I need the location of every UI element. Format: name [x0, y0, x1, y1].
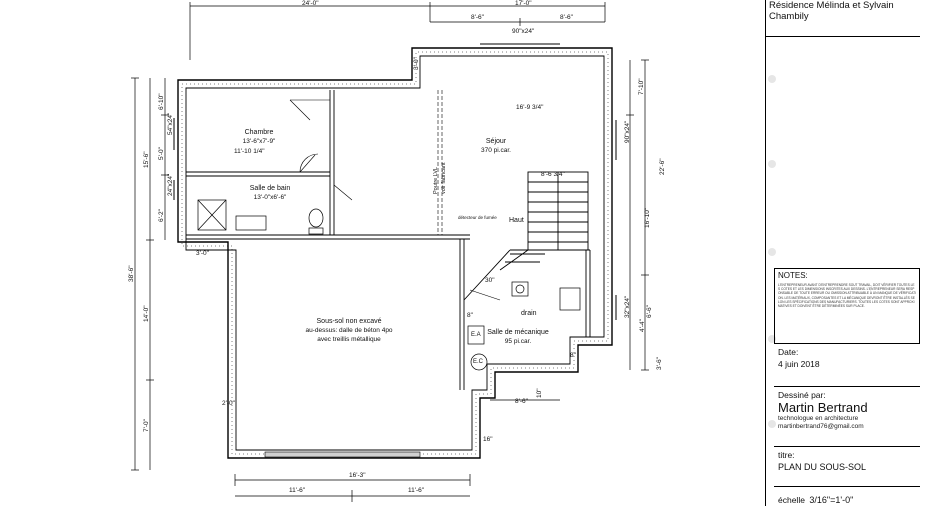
dim-small-10: 10": [536, 388, 543, 398]
scale-label: échelle: [778, 495, 805, 505]
notes-heading: NOTES:: [778, 271, 808, 280]
dim-bottom-total: 16'-3": [349, 472, 366, 479]
room-unexcavated-line2: au-dessus: dalle de béton 4po: [305, 327, 393, 334]
room-meca-area: 95 pi.car.: [504, 338, 532, 345]
room-sejour-area: 370 pi.car.: [481, 147, 511, 154]
sheet-title-label: titre:: [778, 450, 795, 460]
dim-left-lower: 14'-0": [143, 305, 150, 322]
dim-bottom-left: 11'-6": [289, 487, 306, 494]
room-unexcavated-line1: Sous-sol non excavé: [316, 318, 382, 325]
dim-right-d: 4'-4": [639, 319, 646, 332]
title-block: Résidence Mélinda et Sylvain Chambily NO…: [765, 0, 940, 506]
room-unexcavated-line3: avec treillis métallique: [317, 336, 381, 343]
dim-right-a: 7'-10": [638, 78, 645, 95]
dim-window-left-2: 24"x24": [167, 173, 174, 196]
dim-top-sub-1: 8'-6": [471, 14, 484, 21]
scale-value: 3/16"=1'-0": [809, 495, 854, 505]
dim-bottom-right: 11'-6": [408, 487, 425, 494]
dim-meca-bottom: 8'-6": [515, 398, 528, 405]
room-bain-dim: 13'-0"x6'-6": [253, 194, 287, 201]
drawn-by-email: martinbertrand76@gmail.com: [778, 423, 864, 430]
smoke-detector-label: détecteur de fumée: [458, 215, 497, 220]
dim-left-total: 38'-6": [128, 265, 135, 282]
drain-label: drain: [521, 310, 537, 317]
room-chambre-dim: 13'-6"x7'-9": [242, 138, 276, 145]
punch-hole-icon: [768, 335, 776, 343]
dim-top-right: 17'-0": [515, 0, 532, 7]
room-chambre-name: Chambre: [244, 129, 274, 136]
date-value: 4 juin 2018: [778, 359, 820, 369]
punch-hole-icon: [768, 248, 776, 256]
sheet-title-value: PLAN DU SOUS-SOL: [778, 462, 867, 472]
floor-plan-linework: [131, 2, 649, 502]
project-title: Résidence Mélinda et Sylvain: [769, 0, 894, 11]
room-meca-name: Salle de mécanique: [487, 329, 549, 336]
project-box: Résidence Mélinda et Sylvain Chambily: [766, 0, 920, 37]
floor-plan-drawing: Chambre 13'-6"x7'-9" Salle de bain 13'-0…: [128, 0, 666, 502]
dim-window-right-1: 90"x24": [624, 120, 631, 143]
dim-small-8a: 8": [467, 312, 473, 319]
beam-label-line2: voir fabricant: [441, 162, 447, 195]
dim-sejour-width: 16'-9 3/4": [516, 104, 544, 111]
drawn-by-row: Dessiné par: Martin Bertrand technologue…: [774, 386, 920, 442]
stair-up-label: Haut: [509, 217, 524, 224]
dim-left-upper: 15'-6": [143, 151, 150, 168]
room-sejour-name: Séjour: [485, 138, 507, 145]
date-row: Date: 4 juin 2018: [774, 343, 920, 383]
dim-stair-width: 8'-6 3/4": [541, 171, 565, 178]
punch-hole-icon: [768, 75, 776, 83]
sheet-title-row: titre: PLAN DU SOUS-SOL: [774, 446, 920, 482]
dim-small-3-0b: 3'-0": [196, 250, 209, 257]
drawn-by-label: Dessiné par:: [778, 390, 826, 400]
dim-right-b: 16'-10": [644, 207, 651, 228]
date-label: Date:: [778, 347, 799, 357]
dim-small-8b: 8": [570, 352, 576, 359]
scale-row: échelle 3/16"=1'-0": [774, 486, 920, 506]
dim-top-sub-2: 8'-6": [560, 14, 573, 21]
dim-left-c: 6'-2": [158, 209, 165, 222]
dim-chambre-width: 11'-10 1/4": [234, 148, 265, 155]
dim-window-right-2: 32"x24": [624, 295, 631, 318]
water-heater-ec-label: E.C: [473, 359, 484, 365]
dim-window-top: 90"x24": [512, 28, 535, 35]
punch-hole-icon: [768, 160, 776, 168]
project-city: Chambily: [769, 11, 809, 22]
water-heater-ea-label: E.A: [471, 332, 481, 338]
dim-left-b: 5'-0": [158, 147, 165, 160]
punch-hole-icon: [768, 420, 776, 428]
dim-small-2-0: 2'-0": [222, 400, 235, 407]
dim-small-3-0: 3'-0": [413, 57, 420, 70]
dim-small-16: 16": [483, 436, 493, 443]
dim-right-c: 6'-6": [646, 305, 653, 318]
dim-top-left: 24'-0": [302, 0, 319, 7]
dim-left-a: 6'-10": [158, 93, 165, 110]
notes-box: NOTES: L'ENTREPRENEUR AVANT D'ENTREPREND…: [774, 268, 920, 343]
dim-right-total: 22'-6": [659, 158, 666, 175]
drawn-by-name: Martin Bertrand: [778, 400, 868, 415]
dim-right-e: 3'-6": [656, 357, 663, 370]
dim-window-left-1: 54"x24": [167, 112, 174, 135]
dim-small-30: 30": [485, 277, 495, 284]
room-bain-name: Salle de bain: [249, 185, 291, 192]
notes-body: L'ENTREPRENEUR AVANT D'ENTREPRENDRE SOUT…: [778, 283, 916, 309]
dim-left-bottom: 7'-0": [143, 419, 150, 432]
drawn-by-role: technologue en architecture: [778, 415, 859, 422]
